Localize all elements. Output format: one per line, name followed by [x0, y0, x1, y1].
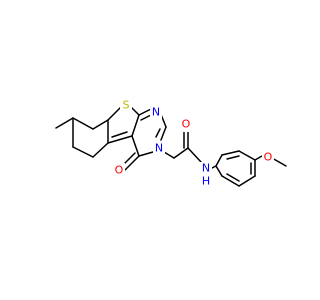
atom-nh-n: N [202, 162, 210, 175]
molecule-structure: S N N O O N H O [55, 98, 287, 188]
bond-c9a-n1-inner [140, 114, 152, 121]
bond-n3-c4 [138, 151, 154, 157]
bond-c7-c8 [72, 117, 94, 130]
bond-ar1 [215, 154, 223, 167]
atom-s1: S [123, 99, 130, 112]
bond-methyl [55, 117, 74, 129]
bond-ar-o [254, 155, 263, 161]
bond-co-n [187, 147, 202, 163]
bond-c2-n3 [160, 126, 167, 141]
o-ketone-label-background [113, 163, 125, 178]
bond-ar-double-1 [226, 155, 240, 160]
bond-c4-o [124, 155, 140, 171]
bond-ch2-co [173, 147, 189, 159]
bond-c9a-c4a [131, 114, 140, 137]
atom-nh-h: H [202, 175, 210, 188]
bond-c5-c6 [72, 146, 94, 158]
bond-c4-c4a [131, 135, 140, 157]
n3-label-background [153, 141, 165, 156]
atom-n1: N [152, 106, 160, 119]
atom-n3: N [155, 142, 163, 155]
nh-label-background [200, 162, 212, 188]
bond-n3-ch2 [163, 151, 175, 159]
bond-ar3 [238, 150, 256, 161]
bond-layer [55, 106, 287, 187]
bond-ar5 [238, 175, 256, 187]
bond-s1-c9a [130, 106, 140, 116]
atom-o-ketone: O [115, 164, 124, 177]
o-amide-label-background [180, 117, 192, 132]
o-methoxy-label-background [262, 150, 274, 165]
bond-o-me [271, 157, 287, 167]
bond-ar2 [221, 150, 240, 156]
bond-ar6 [221, 175, 240, 187]
bond-c4b-c5 [92, 142, 109, 158]
bond-ar7 [215, 165, 223, 177]
bond-c8-c8a [92, 119, 109, 130]
atom-o-amide: O [182, 118, 191, 131]
bond-c4a-c4b [107, 135, 133, 144]
atom-layer: S N N O O N H O [113, 98, 274, 188]
bond-c8a-s1 [107, 106, 122, 121]
bond-c2-n3-inner [155, 128, 161, 138]
sulfur-label-background [120, 98, 132, 113]
bond-c4a-c4b-inner [111, 131, 128, 138]
bond-ar-double-3 [226, 173, 240, 182]
bond-c9a-n1 [138, 108, 152, 116]
n1-label-background [150, 104, 162, 119]
atom-o-methoxy: O [264, 151, 273, 164]
